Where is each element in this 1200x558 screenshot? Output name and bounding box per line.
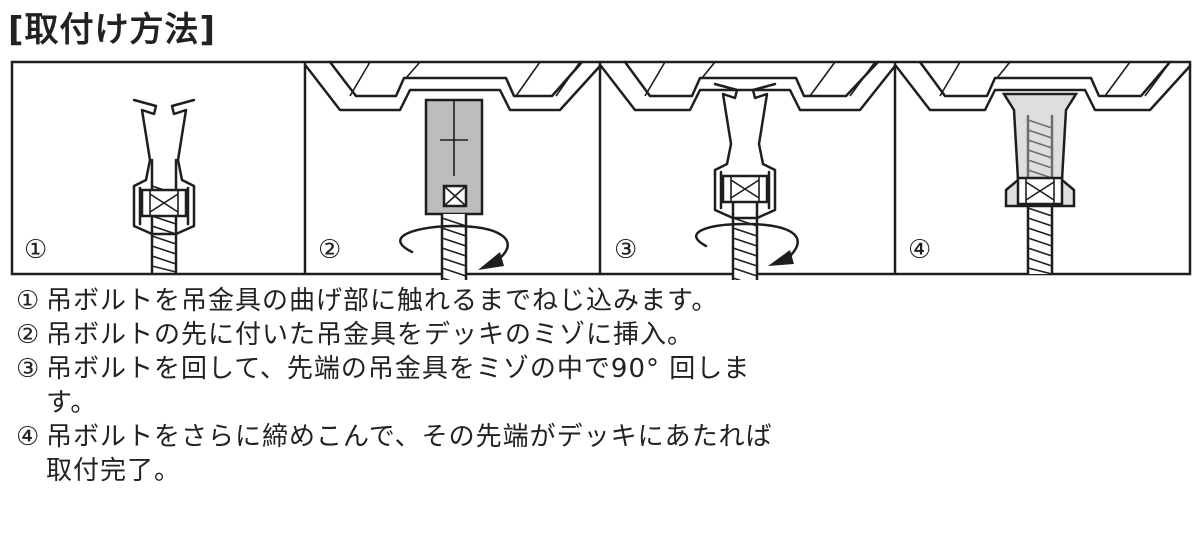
step-item-4: ④ 吊ボルトをさらに締めこんで、その先端がデッキにあたれば取付完了。: [16, 420, 776, 488]
rotation-arrow: [399, 224, 509, 260]
installation-diagram: ① ② ③ ④: [10, 60, 1192, 280]
step-number: ②: [16, 320, 41, 350]
hex-nut: [140, 188, 188, 218]
bolt-thread: [440, 212, 468, 280]
step-list: ① 吊ボルトを吊金具の曲げ部に触れるまでねじ込みます。 ② 吊ボルトの先に付いた…: [16, 284, 776, 488]
page-title: [取付け方法]: [8, 10, 217, 50]
panel-4: ④: [894, 60, 1192, 276]
panel-2: ②: [304, 60, 602, 280]
hex-nut: [721, 174, 769, 204]
deck-profile: [894, 64, 1192, 112]
panel-label-1: ①: [24, 235, 47, 265]
step-text: 吊ボルトをさらに締めこんで、その先端がデッキにあたれば取付完了。: [46, 422, 773, 486]
panel-label-4: ④: [908, 235, 931, 265]
panel-divider: [303, 62, 897, 274]
arrowhead: [768, 250, 794, 266]
panel-label-2: ②: [318, 235, 341, 265]
step-item-2: ② 吊ボルトの先に付いた吊金具をデッキのミゾに挿入。: [16, 318, 776, 352]
step-text: 吊ボルトを回して、先端の吊金具をミゾの中で90° 回します。: [46, 354, 751, 418]
step-item-1: ① 吊ボルトを吊金具の曲げ部に触れるまでねじ込みます。: [16, 284, 776, 318]
panel-label-3: ③: [614, 235, 637, 265]
rotation-arrow: [695, 222, 799, 258]
panel-1: ①: [24, 98, 196, 274]
arrowhead: [478, 252, 504, 270]
panel-3: ③: [599, 60, 897, 280]
bolt-shaft: [150, 158, 178, 184]
step-text: 吊ボルトの先に付いた吊金具をデッキのミゾに挿入。: [46, 320, 695, 350]
step-number: ④: [16, 422, 41, 452]
deck-profile: [304, 64, 602, 112]
step-text: 吊ボルトを吊金具の曲げ部に触れるまでねじ込みます。: [46, 286, 719, 316]
deck-profile: [599, 64, 897, 112]
step-item-3: ③ 吊ボルトを回して、先端の吊金具をミゾの中で90° 回します。: [16, 352, 776, 420]
step-number: ③: [16, 354, 41, 384]
hex-nut: [1016, 176, 1064, 206]
step-number: ①: [16, 286, 41, 316]
